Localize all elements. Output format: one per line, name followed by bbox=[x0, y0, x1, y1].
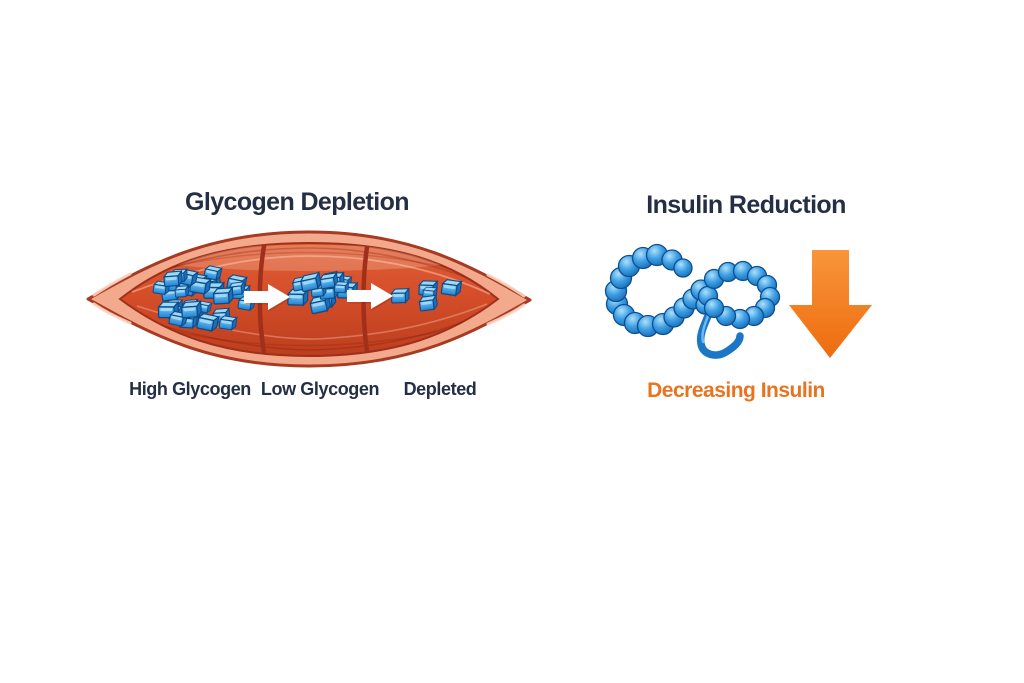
insulin-panel-title: Insulin Reduction bbox=[646, 191, 846, 219]
glycogen-cube-icon bbox=[180, 300, 203, 319]
segment-label-depleted: Depleted bbox=[403, 379, 477, 399]
down-arrow-icon bbox=[789, 250, 872, 358]
right-arrow-icon bbox=[244, 284, 290, 310]
muscle-illustration bbox=[86, 230, 532, 368]
glycogen-cube-icon bbox=[212, 287, 234, 305]
insulin-bead-chain bbox=[604, 243, 781, 338]
insulin-molecule-icon bbox=[604, 243, 781, 359]
glycogen-cube-icon bbox=[390, 288, 410, 304]
glycogen-panel-title: Glycogen Depletion bbox=[185, 188, 410, 216]
glycogen-cube-icon bbox=[334, 281, 350, 294]
tendon-highlights bbox=[92, 272, 526, 326]
down-arrow-shape bbox=[789, 250, 872, 358]
glycogen-cube-icon bbox=[440, 278, 463, 297]
insulin-caption: Decreasing Insulin bbox=[647, 379, 825, 402]
glycogen-cube-icon bbox=[218, 314, 238, 331]
segment-label-low: Low Glycogen bbox=[260, 379, 380, 399]
glycogen-cube-icon bbox=[163, 270, 184, 288]
glycogen-cube-icon bbox=[418, 294, 439, 312]
stage-arrow-icons bbox=[244, 283, 395, 312]
glycogen-cube-icon bbox=[174, 285, 190, 298]
segment-label-high: High Glycogen bbox=[129, 379, 251, 399]
right-arrow-icon bbox=[347, 283, 393, 309]
muscle-fiber-texture bbox=[121, 245, 498, 351]
